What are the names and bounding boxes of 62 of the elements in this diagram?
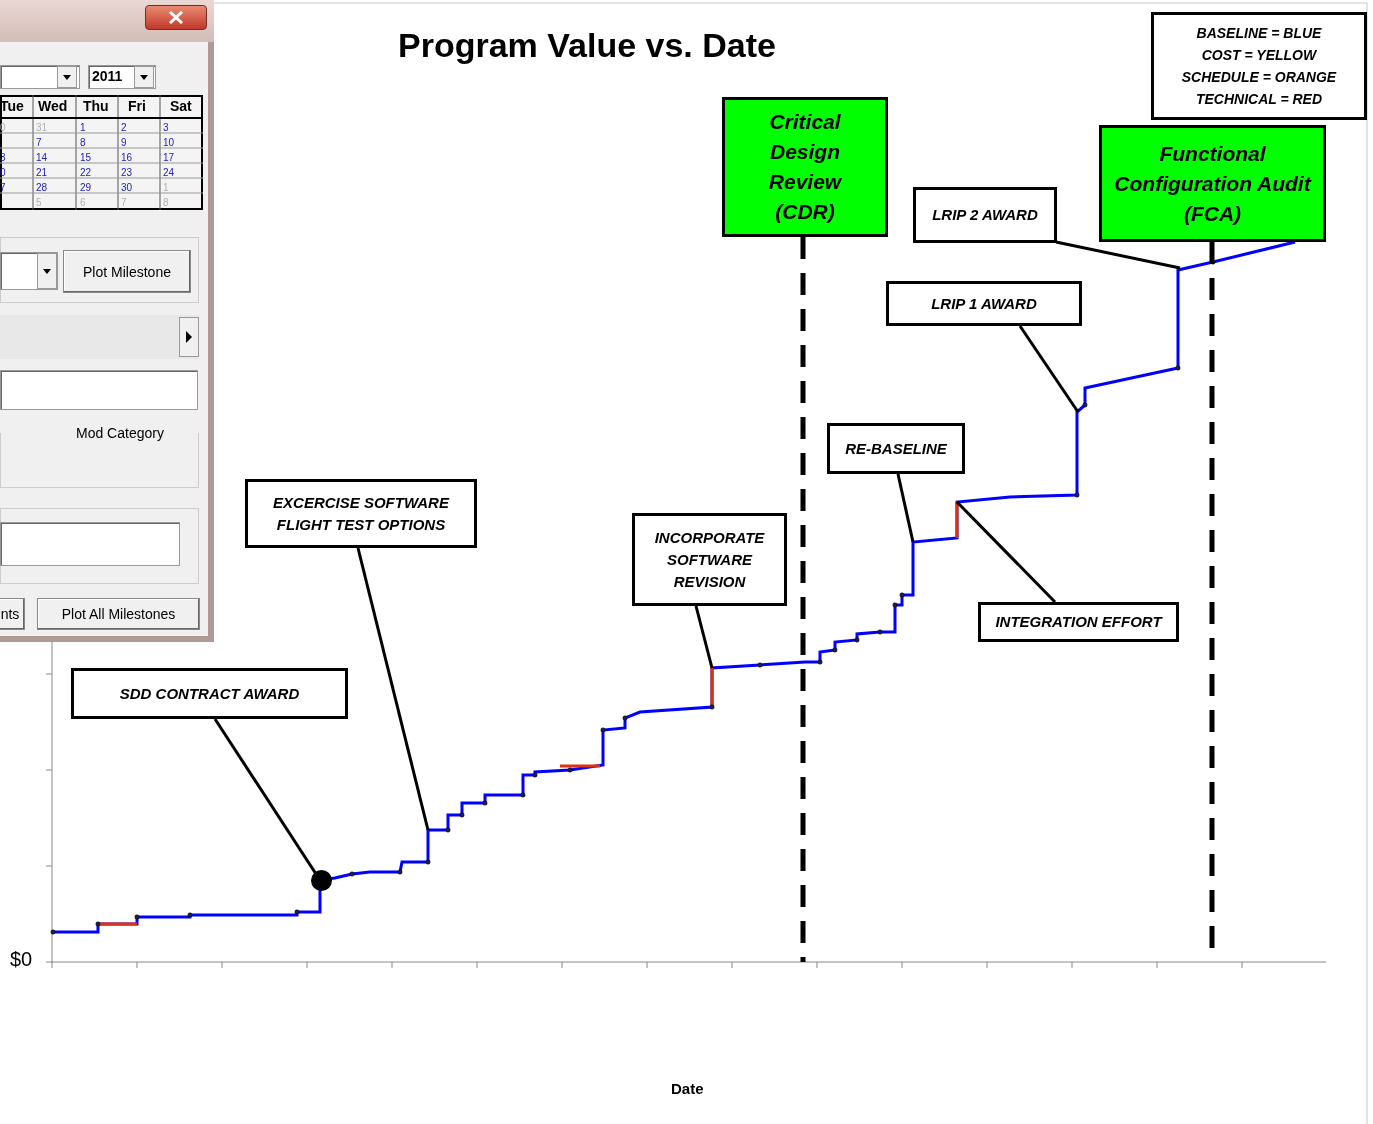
calendar-day: 0 — [0, 122, 6, 133]
calendar-day: 15 — [80, 152, 92, 163]
weekday-header: Thu — [83, 98, 109, 114]
callout-box: LRIP 1 AWARD — [886, 281, 1082, 326]
leader-line — [694, 605, 714, 669]
calendar-day: 10 — [163, 137, 175, 148]
plot-all-milestones-button: Plot All Milestones — [37, 598, 200, 630]
calendar-day: 22 — [80, 167, 92, 178]
calendar-day: 31 — [36, 122, 48, 133]
plot-milestone-button: Plot Milestone — [63, 250, 191, 293]
callout-box: SDD CONTRACT AWARD — [71, 668, 348, 719]
weekday-header: Sat — [170, 98, 192, 114]
axis-title: Date — [671, 1080, 704, 1097]
milestone-box: Critical Design Review (CDR) — [722, 97, 888, 237]
milestone-box: Functional Configuration Audit (FCA) — [1099, 125, 1326, 242]
calendar-day: 2 — [121, 122, 127, 133]
chart-title: Program Value vs. Date — [398, 26, 776, 65]
calendar-day: 3 — [0, 152, 6, 163]
milestone-line — [800, 237, 806, 962]
legend-entry: SCHEDULE = ORANGE — [1181, 68, 1337, 87]
calendar-day: 9 — [121, 137, 127, 148]
calendar-day: 6 — [80, 197, 86, 208]
legend-entry: COST = YELLOW — [1201, 46, 1317, 65]
leader-line — [955, 500, 1057, 604]
calendar-day: 17 — [163, 152, 175, 163]
calendar-day: 14 — [36, 152, 48, 163]
calendar-day: 21 — [36, 167, 48, 178]
callout-box: RE-BASELINE — [827, 423, 965, 474]
calendar-day: 7 — [36, 137, 42, 148]
calendar-day: 1 — [80, 122, 86, 133]
callout-box: EXCERCISE SOFTWARE FLIGHT TEST OPTIONS — [245, 479, 477, 548]
callout-box: INCORPORATE SOFTWARE REVISION — [632, 513, 787, 606]
calendar-day: 8 — [80, 137, 86, 148]
year-value: 2011 — [92, 68, 123, 84]
leader-line — [356, 547, 430, 831]
weekday-header: Fri — [128, 98, 146, 114]
calendar-day: 28 — [36, 182, 48, 193]
leader-line — [213, 718, 318, 875]
calendar-day: 5 — [36, 197, 42, 208]
button: nts — [0, 598, 25, 630]
leader-line — [896, 473, 915, 543]
calendar-day: 8 — [163, 197, 169, 208]
calendar-day: 23 — [121, 167, 133, 178]
axis-tick-label: $0 — [10, 948, 33, 971]
weekday-header: Wed — [38, 98, 68, 114]
calendar-day: 16 — [121, 152, 133, 163]
calendar-day: 7 — [0, 182, 6, 193]
data-point-marker — [311, 870, 332, 891]
calendar-day: 7 — [121, 197, 127, 208]
calendar-day: 3 — [163, 122, 169, 133]
calendar-day: 24 — [163, 167, 175, 178]
calendar-day: 0 — [0, 167, 6, 178]
legend-entry: TECHNICAL = RED — [1195, 90, 1323, 109]
callout-box: INTEGRATION EFFORT — [978, 602, 1179, 642]
calendar-day: 29 — [80, 182, 92, 193]
calendar-day: 30 — [121, 182, 133, 193]
leader-line — [1018, 325, 1080, 413]
weekday-header: Tue — [0, 98, 24, 114]
leader-line — [1055, 240, 1181, 270]
legend-entry: BASELINE = BLUE — [1196, 24, 1322, 43]
calendar-day: 1 — [163, 182, 169, 193]
callout-box: LRIP 2 AWARD — [913, 187, 1057, 243]
